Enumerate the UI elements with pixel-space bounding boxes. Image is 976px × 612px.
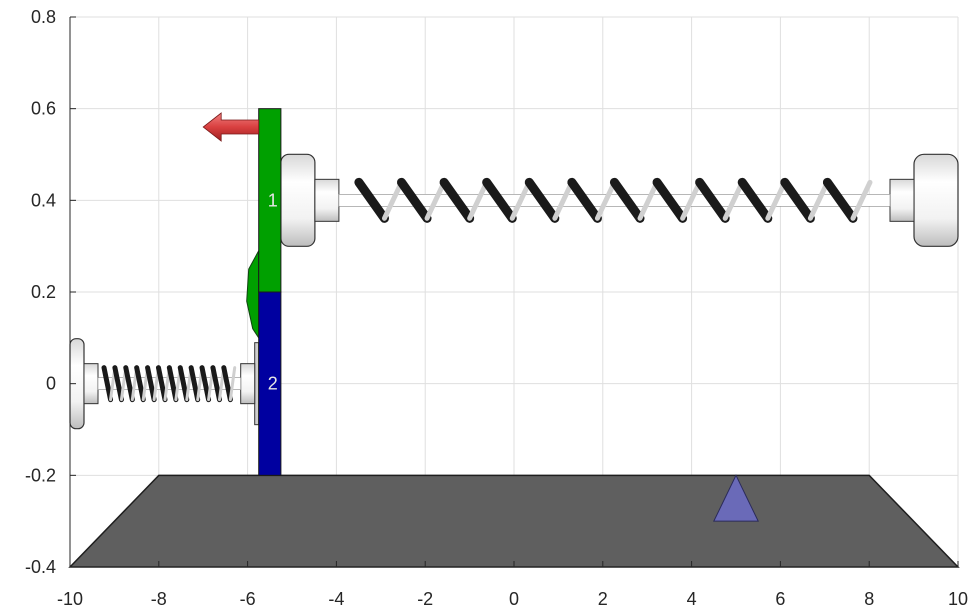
x-tick-label: -6 (240, 589, 256, 609)
spring-coil-back (594, 179, 617, 221)
x-tick-label: -8 (151, 589, 167, 609)
spring-lower (69, 338, 260, 430)
spring-coil (188, 365, 201, 403)
y-tick-label: -0.2 (25, 465, 56, 485)
spring-coil (396, 177, 432, 223)
spring-coil (524, 177, 560, 223)
y-tick-label: 0.2 (31, 282, 56, 302)
x-tick-label: 6 (775, 589, 785, 609)
block-1-tab (246, 250, 260, 340)
spring-coil (482, 177, 517, 223)
spring-coil-back (637, 179, 660, 221)
y-tick-label: 0 (46, 374, 56, 394)
spring-upper (280, 153, 959, 247)
x-tick-label: 4 (687, 589, 697, 609)
spring-coil (123, 365, 135, 403)
block-2-label: 2 (268, 374, 278, 394)
spring-hub (240, 363, 256, 405)
spring-coil (567, 177, 602, 223)
spring-coil-back (807, 179, 830, 221)
spring-coil-back (381, 179, 404, 221)
spring-coil-back (722, 179, 745, 221)
spring-coil (695, 177, 730, 223)
spring-coil (112, 365, 124, 403)
spring-coil (155, 365, 168, 403)
spring-coil (221, 365, 233, 403)
spring-coil (134, 365, 146, 403)
x-tick-label: -10 (57, 589, 83, 609)
spring-coil-back (552, 179, 575, 221)
x-tick-label: 2 (598, 589, 608, 609)
tick-labels: -10 -8 -6 -4 -2 0 2 4 6 8 10 0.8 0.6 0.4 0.2 0 -0.2 -0.4 (25, 7, 968, 609)
spring-coil (166, 365, 179, 403)
spring-coil (439, 177, 475, 223)
block-2 (258, 291, 282, 476)
spring-hub (889, 178, 915, 222)
spring-hub (314, 178, 340, 222)
axes (69, 16, 959, 568)
spring-coil-back (680, 179, 703, 221)
x-tick-label: -2 (417, 589, 433, 609)
spring-coil (609, 177, 645, 223)
x-tick-label: -4 (328, 589, 344, 609)
spring-coil-back (467, 179, 490, 221)
y-tick-label: -0.4 (25, 557, 56, 577)
x-tick-label: 10 (948, 589, 968, 609)
mechanism-scene: 12 (68, 108, 960, 568)
spring-coil (822, 177, 858, 223)
spring-coil (145, 365, 157, 403)
spring-coil (199, 365, 212, 403)
y-tick-label: 0.6 (31, 99, 56, 119)
spring-coil (354, 177, 389, 223)
spring-coil-back (509, 179, 532, 221)
spring-coil (652, 177, 688, 223)
spring-coil (177, 365, 190, 403)
y-tick-label: 0.4 (31, 190, 56, 210)
x-tick-label: 8 (864, 589, 874, 609)
spring-coil-back (228, 366, 237, 402)
spring-coil-back (850, 179, 873, 221)
spring-end-cap (280, 153, 316, 247)
spring-coil (737, 177, 773, 223)
spring-coil-back (424, 179, 447, 221)
spring-hub (83, 363, 99, 405)
spring-end-cap (254, 342, 260, 426)
spring-coil (101, 365, 114, 403)
x-tick-label: 0 (509, 589, 519, 609)
y-tick-label: 0.8 (31, 7, 56, 27)
block-1-label: 1 (268, 190, 278, 210)
force-arrow (202, 112, 260, 142)
triangle-marker (713, 474, 759, 522)
spring-end-cap (913, 153, 959, 247)
spring-coil (780, 177, 815, 223)
ground-platform (68, 474, 960, 568)
spring-coil-back (765, 179, 788, 221)
spring-coil (210, 365, 222, 403)
